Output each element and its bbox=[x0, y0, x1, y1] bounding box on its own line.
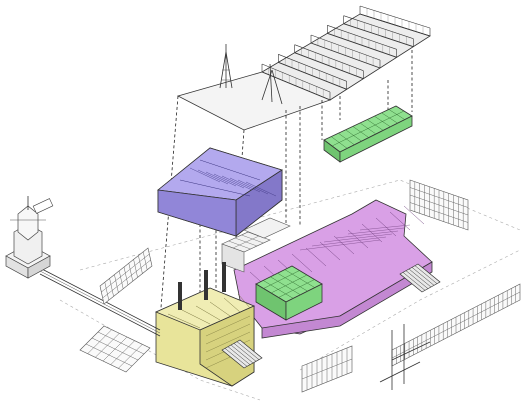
panel-b-lines bbox=[85, 329, 145, 369]
ground-plane-lines bbox=[59, 179, 521, 401]
loading-tower bbox=[5, 196, 54, 279]
green-lower-module bbox=[255, 265, 323, 321]
roof-lattice-tower bbox=[261, 63, 283, 105]
panel-e-lines bbox=[301, 348, 353, 390]
left-grid-panel-lower bbox=[79, 325, 151, 373]
louvered-fan-right bbox=[399, 263, 441, 293]
steel-frame-structure bbox=[379, 324, 431, 390]
right-grid-panel-upper bbox=[409, 179, 469, 231]
sawtooth-roof bbox=[176, 5, 431, 131]
right-grid-panel-lower bbox=[391, 283, 521, 367]
storage-stack-lines bbox=[228, 234, 264, 250]
fan-left-slats bbox=[224, 341, 260, 367]
chimney-stacks bbox=[178, 262, 226, 310]
fan-right-slats bbox=[402, 265, 438, 291]
green-lower-grid bbox=[263, 269, 315, 299]
bottom-grid-panel bbox=[301, 345, 353, 393]
green-module-grid bbox=[331, 109, 405, 149]
purple-module-interior bbox=[179, 159, 277, 197]
roof-lower-plane bbox=[176, 71, 332, 131]
roof-skylight-ridges bbox=[261, 5, 431, 101]
panel-a-lines bbox=[101, 251, 151, 301]
magenta-floor-interior bbox=[249, 205, 425, 291]
left-grid-panel-upper bbox=[99, 247, 153, 305]
panel-d-lines bbox=[391, 286, 521, 364]
green-mezzanine-module bbox=[323, 105, 413, 163]
conveyor-bridge bbox=[39, 267, 161, 337]
louvered-fan-left bbox=[221, 339, 263, 369]
antenna-mast bbox=[219, 44, 233, 89]
purple-module bbox=[157, 147, 283, 237]
storage-stacks bbox=[221, 217, 291, 273]
yellow-block bbox=[154, 262, 256, 387]
panel-c-lines bbox=[409, 181, 469, 229]
